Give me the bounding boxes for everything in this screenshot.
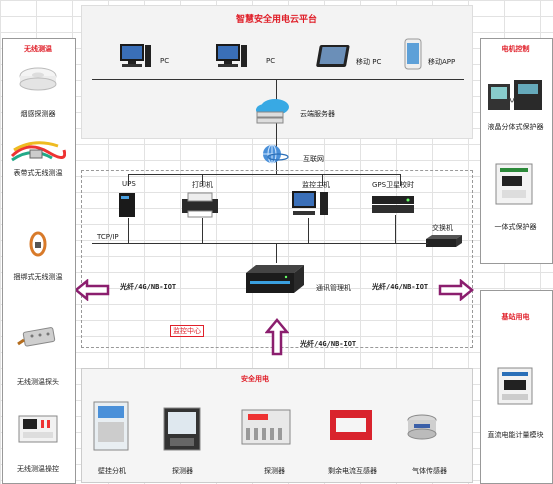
right-top-item-label-1: 液晶分体式保护器 xyxy=(487,123,544,131)
motor-control-title: 电机控制 xyxy=(501,45,530,53)
ups-up xyxy=(128,218,129,243)
monitor-host-icon xyxy=(291,190,331,218)
mobile-app-label: 移动APP xyxy=(428,58,456,66)
gps-drop xyxy=(400,174,401,186)
left-item-label-5: 无线测温操控 xyxy=(17,465,59,473)
host-drop xyxy=(322,174,323,186)
left-item-label-2: 表带式无线测温 xyxy=(13,169,63,177)
switch-label: 交换机 xyxy=(432,224,453,232)
pc-device-1 xyxy=(118,43,152,71)
cloud-bus-line xyxy=(92,79,464,80)
gateway-up xyxy=(276,243,277,263)
phone-device xyxy=(404,38,422,70)
monitor-host-label: 监控主机 xyxy=(302,181,330,189)
strap-sensor-icon xyxy=(8,138,67,168)
left-item-label-3: 捆绑式无线测温 xyxy=(13,273,63,281)
cloud-vertical-line xyxy=(276,79,277,175)
monitor-top-bus xyxy=(128,174,400,175)
mobile-pc-label: 移动 PC xyxy=(356,58,382,66)
bundled-sensor-icon xyxy=(24,230,52,258)
safety-power-title: 安全用电 xyxy=(241,375,269,383)
cloud-platform-title: 智慧安全用电云平台 xyxy=(236,15,318,25)
monitor-center-label: 监控中心 xyxy=(170,325,204,337)
switch-icon xyxy=(424,233,464,249)
link-left-label: 光纤/4G/NB-IOT xyxy=(120,283,177,291)
link-right-label: 光纤/4G/NB-IOT xyxy=(372,283,429,291)
safety-item-label-3: 探测器 xyxy=(264,467,285,475)
printer-drop xyxy=(202,174,203,186)
ups-icon xyxy=(116,192,140,218)
smoke-detector-icon xyxy=(16,62,60,96)
gps-device-icon xyxy=(370,193,416,215)
gas-sensor-icon xyxy=(404,412,440,442)
pc-device-2 xyxy=(214,43,248,71)
residual-current-transformer-icon xyxy=(326,404,376,446)
ups-label: UPS xyxy=(122,180,136,188)
gateway-icon xyxy=(242,263,308,299)
right-bottom-item-label-1: 直流电能计量模块 xyxy=(487,431,544,439)
cloud-server-label: 云端服务器 xyxy=(300,110,335,118)
printer-up xyxy=(202,218,203,243)
left-item-label-1: 烟感探测器 xyxy=(20,110,56,118)
base-station-title: 基站用电 xyxy=(501,313,530,321)
tcp-ip-label: TCP/IP xyxy=(97,233,119,241)
tablet-device xyxy=(316,44,354,70)
motor-control-panel xyxy=(480,38,553,264)
pc-label-1: PC xyxy=(160,57,170,65)
right-top-item-label-2: 一体式保护器 xyxy=(494,223,537,231)
detector-icon-2 xyxy=(240,404,292,450)
printer-label: 打印机 xyxy=(192,181,213,189)
detector-icon-1 xyxy=(162,406,202,452)
lcd-protector-icon xyxy=(486,78,546,112)
gateway-label: 通讯管理机 xyxy=(316,284,351,292)
left-item-label-4: 无线测温探头 xyxy=(17,378,59,386)
cloud-server-icon xyxy=(253,97,293,125)
arrow-up-icon xyxy=(264,318,290,356)
arrow-right-icon xyxy=(438,278,474,302)
temp-probe-icon xyxy=(14,322,62,352)
temp-controller-icon xyxy=(17,414,59,444)
ups-drop xyxy=(128,174,129,186)
internet-globe-icon xyxy=(258,143,290,165)
wall-extension-icon xyxy=(92,400,130,452)
integrated-protector-icon xyxy=(494,162,534,206)
arrow-left-icon xyxy=(74,278,110,302)
wireless-temp-title: 无线测温 xyxy=(24,45,52,53)
pc-label-2: PC xyxy=(266,57,276,65)
gps-up xyxy=(395,215,396,243)
dc-meter-icon xyxy=(496,366,534,406)
wireless-temp-panel xyxy=(2,38,76,484)
safety-item-label-5: 气体传感器 xyxy=(412,467,447,475)
safety-item-label-2: 探测器 xyxy=(172,467,193,475)
internet-label: 互联网 xyxy=(303,155,324,163)
printer-icon xyxy=(178,191,222,219)
safety-item-label-4: 剩余电流互感器 xyxy=(328,467,377,475)
gps-label: GPS卫星校时 xyxy=(372,181,415,189)
safety-item-label-1: 壁挂分机 xyxy=(98,467,126,475)
host-up xyxy=(308,218,309,243)
link-bottom-label: 光纤/4G/NB-IOT xyxy=(300,340,357,348)
monitor-middle-bus xyxy=(92,243,428,244)
